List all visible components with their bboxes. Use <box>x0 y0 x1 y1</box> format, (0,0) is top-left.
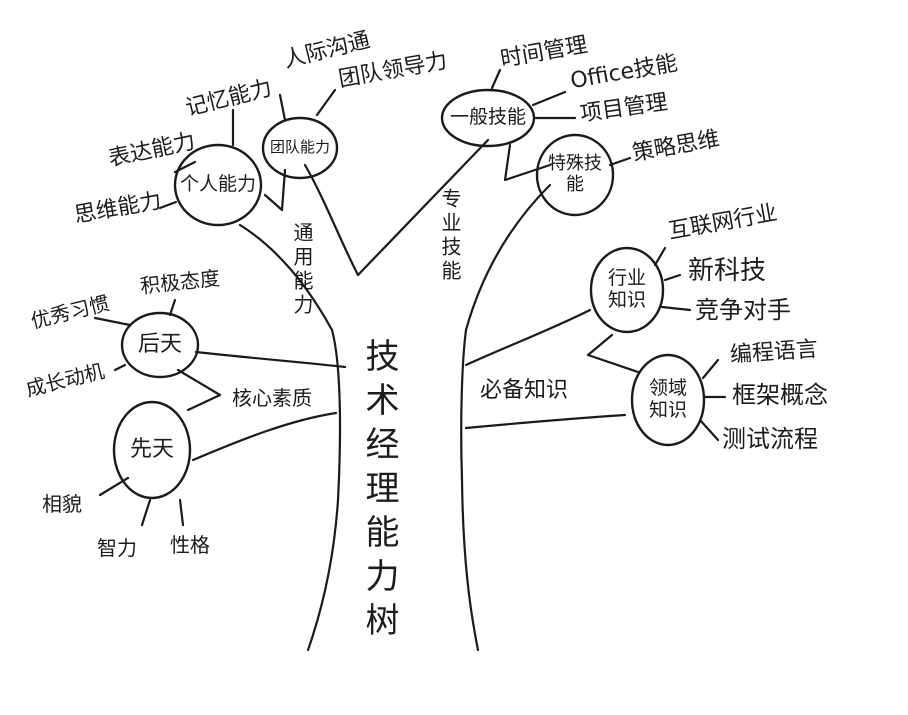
node-general-skills: 一般技能 <box>449 106 526 129</box>
node-special-skills: 特殊技能 <box>548 153 602 195</box>
link-personal-team <box>263 168 287 212</box>
node-acquired: 后天 <box>137 332 182 358</box>
leaf-programming-language: 编程语言 <box>729 336 819 369</box>
trunk-right-edge <box>460 328 480 652</box>
branch-v-right <box>464 183 552 332</box>
oval-special-skills <box>535 133 615 217</box>
leaf-competitors: 竞争对手 <box>695 296 791 324</box>
node-domain-knowledge: 领域知识 <box>648 377 687 421</box>
oval-general-skills <box>440 88 536 148</box>
link-acquired-innate <box>176 368 222 412</box>
branch-label-professional: 专业技能 <box>438 188 462 284</box>
branch-label-required-knowledge: 必备知识 <box>480 378 569 403</box>
leaf-test-process: 测试流程 <box>722 425 818 453</box>
branch-domain <box>464 413 627 430</box>
node-team-ability: 团队能力 <box>269 138 330 157</box>
branch-industry <box>464 308 592 367</box>
leaf-personality: 性格 <box>170 533 210 557</box>
branch-general-outer <box>238 223 334 332</box>
branch-v-left <box>356 138 490 277</box>
node-industry-knowledge: 行业知识 <box>607 267 646 311</box>
node-innate: 先天 <box>129 437 174 463</box>
link-general-special <box>503 143 552 182</box>
oval-industry-knowledge <box>589 246 665 334</box>
leaf-new-tech: 新科技 <box>688 256 767 286</box>
link-industry-domain <box>586 333 640 374</box>
leaf-framework-concepts: 框架概念 <box>732 381 828 409</box>
oval-domain-knowledge <box>630 353 706 447</box>
branch-innate <box>191 411 338 462</box>
oval-personal-ability <box>173 143 263 227</box>
trunk-left-edge <box>306 328 342 652</box>
node-personal-ability: 个人能力 <box>179 173 256 196</box>
leaf-intelligence: 智力 <box>97 536 137 560</box>
oval-team-ability <box>261 116 339 180</box>
branch-label-general: 通用能力 <box>290 222 314 318</box>
leaf-appearance: 相貌 <box>42 492 82 516</box>
tree-title: 技术经理能力树 <box>359 338 399 646</box>
oval-innate <box>112 400 192 500</box>
oval-acquired <box>120 311 200 379</box>
branch-acquired <box>194 350 347 369</box>
branch-label-core-quality: 核心素质 <box>232 386 312 410</box>
